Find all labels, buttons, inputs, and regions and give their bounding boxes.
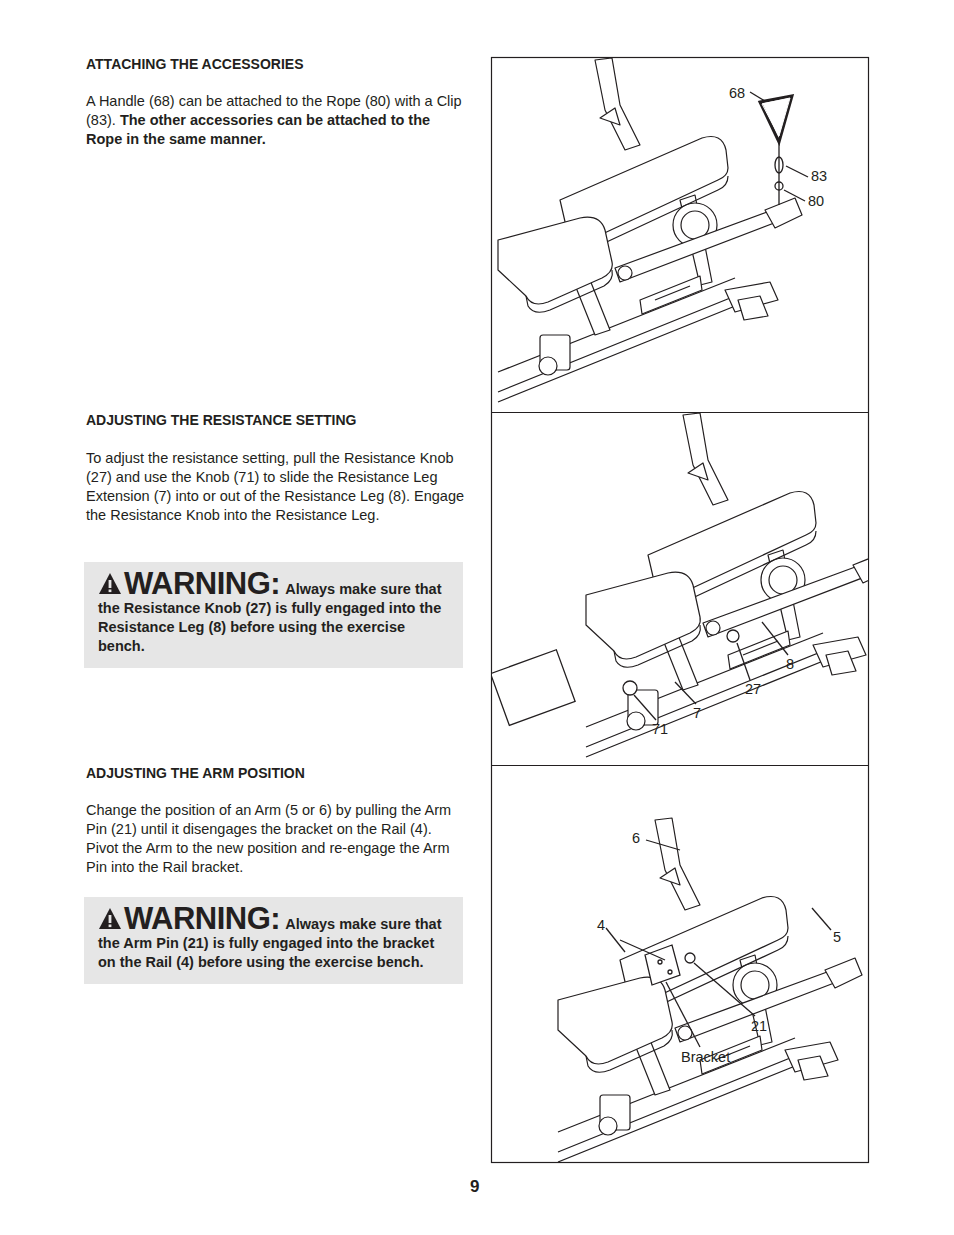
text-block: 9 [470,1177,479,1197]
warning-word: WARNING: [124,901,280,936]
body-text-bold: The other accessories can be attached to… [86,112,430,147]
text-block: 71 [652,720,668,739]
text-block: A Handle (68) can be attached to the Rop… [86,92,464,149]
page-number: 9 [470,1177,479,1196]
text-block: 6 [632,829,640,848]
warning-icon [98,907,122,931]
body-text: To adjust the resistance setting, pull t… [86,450,464,523]
text-block: ATTACHING THE ACCESSORIES [86,55,466,74]
text-block: 4 [597,916,605,935]
heading: ATTACHING THE ACCESSORIES [86,56,304,72]
text-block: ADJUSTING THE ARM POSITION [86,764,466,783]
text-block: ADJUSTING THE RESISTANCE SETTING [86,411,466,430]
text-block: To adjust the resistance setting, pull t… [86,449,466,525]
text-block: 80 [808,192,824,211]
text-block: 21 [751,1017,767,1036]
callout-number: 21 [751,1018,767,1034]
heading: ADJUSTING THE ARM POSITION [86,765,305,781]
callout-number: 7 [693,705,701,721]
warning-box: WARNING:Always make sure that the Arm Pi… [84,897,463,984]
text-block: 7 [693,704,701,723]
callout-number: 83 [811,168,827,184]
body-text: Change the position of an Arm (5 or 6) b… [86,802,451,875]
callout-number: 68 [729,85,745,101]
text-block: 68 [729,84,745,103]
callout-label: Bracket [681,1049,730,1065]
text-block: Change the position of an Arm (5 or 6) b… [86,801,458,877]
text-block: 27 [745,680,761,699]
callout-number: 27 [745,681,761,697]
heading: ADJUSTING THE RESISTANCE SETTING [86,412,356,428]
text-block: 83 [811,167,827,186]
callout-number: 71 [652,721,668,737]
text-block: 5 [833,928,841,947]
text-block: 8 [786,655,794,674]
callout-number: 4 [597,917,605,933]
callout-number: 80 [808,193,824,209]
warning-icon [98,572,122,596]
callout-number: 6 [632,830,640,846]
warning-word: WARNING: [124,566,280,601]
callout-number: 5 [833,929,841,945]
text-block: Bracket [681,1048,730,1067]
warning-box: WARNING:Always make sure that the Resist… [84,562,463,668]
callout-number: 8 [786,656,794,672]
